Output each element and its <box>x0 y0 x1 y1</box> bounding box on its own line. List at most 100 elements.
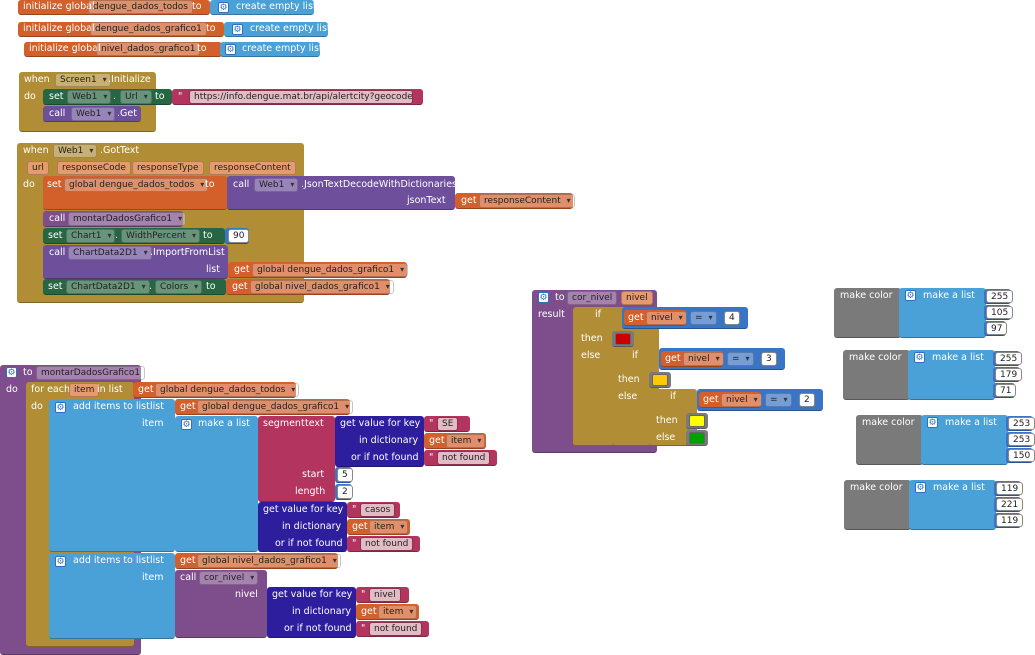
number-value[interactable]: 3 <box>761 352 777 366</box>
make-color-block-4[interactable]: make color <box>844 480 911 530</box>
number-value[interactable]: 255 <box>986 290 1014 303</box>
get-global-g2-block[interactable]: get global nivel_dados_grafico1 <box>175 553 341 569</box>
number-value[interactable]: 119 <box>996 514 1024 527</box>
number-block[interactable]: 119 <box>994 481 1024 496</box>
set-chartdata-colors-block[interactable]: set ChartData2D1 . Colors to <box>43 279 226 295</box>
create-empty-list-block-1[interactable]: ⚙ create empty list <box>210 0 317 15</box>
number-value[interactable]: 119 <box>996 482 1024 495</box>
add-items-block-2[interactable]: ⚙ add items to list list item <box>49 553 175 639</box>
get-item-block[interactable]: get item <box>356 604 419 620</box>
number-block[interactable]: 119 <box>994 513 1024 528</box>
gear-icon[interactable]: ⚙ <box>6 367 17 378</box>
text-notfound-block[interactable]: " not found <box>347 536 420 552</box>
number-block-2[interactable]: 2 <box>335 484 353 500</box>
text-value[interactable]: not found <box>369 622 423 636</box>
number-block[interactable]: 71 <box>993 383 1017 398</box>
variable-dropdown[interactable]: global nivel_dados_grafico1 <box>197 554 341 568</box>
color-yellow-block[interactable] <box>686 413 708 429</box>
variable-dropdown[interactable]: global dengue_dados_todos <box>64 178 209 192</box>
number-value[interactable]: 2 <box>337 485 353 499</box>
text-value[interactable]: not found <box>437 451 491 465</box>
make-color-block-1[interactable]: make color <box>834 288 901 338</box>
number-block-90[interactable]: 90 <box>225 228 250 244</box>
gear-icon[interactable]: ⚙ <box>55 402 66 413</box>
compare-block-2[interactable]: get nivel = 3 <box>659 348 785 370</box>
url-string[interactable]: https://info.dengue.mat.br/api/alertcity… <box>189 90 413 104</box>
number-block[interactable]: 179 <box>993 367 1023 382</box>
get-item-block[interactable]: get item <box>424 433 486 449</box>
number-value[interactable]: 253 <box>1008 417 1035 430</box>
text-value[interactable]: nivel <box>369 588 401 602</box>
set-global-todos-block[interactable]: set global dengue_dados_todos to <box>43 176 227 210</box>
gear-icon[interactable]: ⚙ <box>55 556 66 567</box>
text-value[interactable]: not found <box>360 537 414 551</box>
property-dropdown[interactable]: Colors <box>155 280 203 294</box>
text-value[interactable]: SE <box>437 417 459 431</box>
component-dropdown[interactable]: ChartData2D1 <box>66 280 150 294</box>
create-empty-list-block-2[interactable]: ⚙ create empty list <box>224 22 331 37</box>
variable-dropdown[interactable]: nivel <box>646 311 687 325</box>
procedure-dropdown[interactable]: cor_nivel <box>199 571 259 585</box>
gear-icon[interactable]: ⚙ <box>538 292 549 303</box>
make-a-list-block[interactable]: ⚙ make a list <box>921 415 1008 465</box>
create-empty-list-block-3[interactable]: ⚙ create empty list <box>220 42 323 57</box>
yellow-swatch[interactable] <box>689 415 705 427</box>
set-web1-url-block[interactable]: set Web1 . Url to <box>43 89 172 105</box>
text-value[interactable]: casos <box>360 503 396 517</box>
call-web1-get-block[interactable]: call Web1 .Get <box>43 106 141 122</box>
gear-icon[interactable]: ⚙ <box>914 352 925 363</box>
variable-dropdown[interactable]: global dengue_dados_todos <box>155 383 300 397</box>
number-block-5[interactable]: 5 <box>335 467 353 483</box>
compare-block-1[interactable]: get nivel = 4 <box>622 307 748 329</box>
text-notfound-block[interactable]: " not found <box>424 450 497 466</box>
procedure-name[interactable]: cor_nivel <box>567 291 618 305</box>
param-responsecode[interactable]: responseCode <box>57 161 131 175</box>
call-montar-block[interactable]: call montarDadosGrafico1 <box>43 211 187 227</box>
param-responsecontent[interactable]: responseContent <box>209 161 296 175</box>
param-nivel[interactable]: nivel <box>621 291 653 305</box>
text-se-block[interactable]: " SE <box>424 416 470 432</box>
number-value[interactable]: 4 <box>724 311 740 325</box>
property-dropdown[interactable]: Url <box>120 90 152 104</box>
number-block[interactable]: 253 <box>1006 416 1035 431</box>
segment-block[interactable]: segment text start length <box>258 416 335 502</box>
gear-icon[interactable]: ⚙ <box>232 24 243 35</box>
get-global-grafico1-block[interactable]: get global dengue_dados_grafico1 <box>228 262 409 278</box>
number-block[interactable]: 97 <box>984 321 1008 336</box>
import-from-list-block[interactable]: call ChartData2D1 .ImportFromList list <box>43 245 228 279</box>
call-cor-nivel-block[interactable]: call cor_nivel nivel <box>175 570 267 638</box>
add-items-block-1[interactable]: ⚙ add items to list list item <box>49 399 175 552</box>
url-text-block[interactable]: " https://info.dengue.mat.br/api/alertci… <box>172 89 423 105</box>
make-a-list-block[interactable]: ⚙ make a list <box>899 288 986 338</box>
procedure-name[interactable]: montarDadosGrafico1 <box>36 366 146 380</box>
set-chart-width-block[interactable]: set Chart1 . WidthPercent to <box>43 228 225 244</box>
gear-icon[interactable]: ⚙ <box>218 2 229 13</box>
number-value[interactable]: 255 <box>995 352 1023 365</box>
global-name-field[interactable]: dengue_dados_grafico1 <box>90 22 207 36</box>
json-decode-block[interactable]: call Web1 .JsonTextDecodeWithDictionarie… <box>227 176 457 210</box>
variable-dropdown[interactable]: item <box>446 434 486 448</box>
component-dropdown[interactable]: Web1 <box>254 178 299 192</box>
variable-dropdown[interactable]: responseContent <box>479 194 575 208</box>
number-block[interactable]: 253 <box>1006 432 1035 447</box>
dict-lookup-casos-block[interactable]: get value for key in dictionary or if no… <box>258 502 347 552</box>
variable-dropdown[interactable]: nivel <box>721 393 762 407</box>
param-responsetype[interactable]: responseType <box>132 161 204 175</box>
get-nivel-block[interactable]: get nivel <box>699 392 762 408</box>
global-init-block-3[interactable]: initialize global nivel_dados_grafico1 t… <box>24 42 222 57</box>
number-value[interactable]: 179 <box>995 368 1023 381</box>
number-value[interactable]: 2 <box>799 393 815 407</box>
text-casos-block[interactable]: " casos <box>347 502 400 518</box>
make-color-block-3[interactable]: make color <box>856 415 923 465</box>
gear-icon[interactable]: ⚙ <box>915 482 926 493</box>
number-value[interactable]: 97 <box>986 322 1008 335</box>
global-init-block-2[interactable]: initialize global dengue_dados_grafico1 … <box>18 22 224 37</box>
global-init-block-1[interactable]: initialize global dengue_dados_todos to <box>18 0 210 15</box>
number-block[interactable]: 255 <box>984 289 1014 304</box>
compare-block-3[interactable]: get nivel = 2 <box>697 389 823 411</box>
gear-icon[interactable]: ⚙ <box>181 419 192 430</box>
number-block[interactable]: 105 <box>984 305 1014 320</box>
text-nivel-block[interactable]: " nivel <box>356 587 409 603</box>
get-global-todos-block[interactable]: get global dengue_dados_todos <box>133 382 300 398</box>
color-green-block[interactable] <box>686 430 708 446</box>
